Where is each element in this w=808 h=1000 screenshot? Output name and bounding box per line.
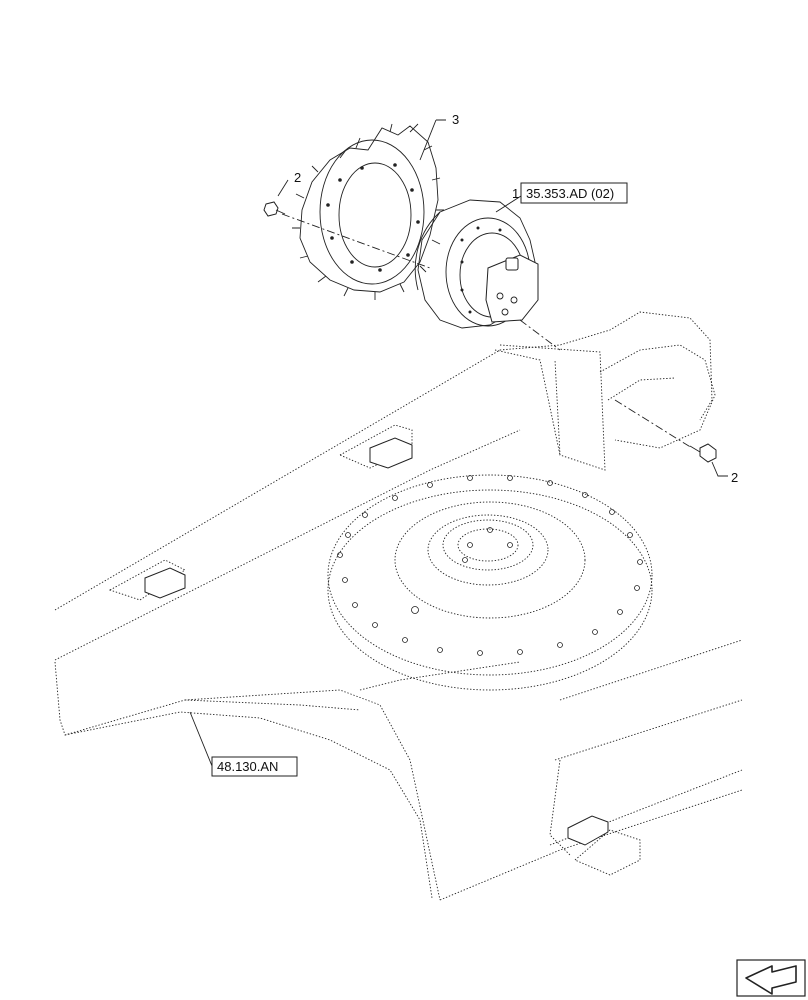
bolt-item-2-top — [263, 201, 286, 217]
callout-item-1: 1 — [512, 186, 519, 201]
reference-track-frame-label: 48.130.AN — [217, 759, 278, 774]
callout-item-2-top: 2 — [294, 170, 301, 185]
callout-item-2-right: 2 — [731, 470, 738, 485]
reference-final-drive-label: 35.353.AD (02) — [526, 186, 614, 201]
callout-item-3: 3 — [452, 112, 459, 127]
final-drive-item-1 — [414, 199, 539, 329]
next-page-arrow-icon[interactable] — [736, 959, 806, 997]
track-frame — [54, 311, 743, 901]
bolt-item-2-right — [689, 443, 717, 463]
reference-final-drive[interactable]: 35.353.AD (02) — [520, 182, 628, 204]
reference-track-frame[interactable]: 48.130.AN — [211, 756, 298, 777]
swing-bearing — [327, 474, 653, 691]
sprocket-item-3 — [292, 123, 444, 300]
